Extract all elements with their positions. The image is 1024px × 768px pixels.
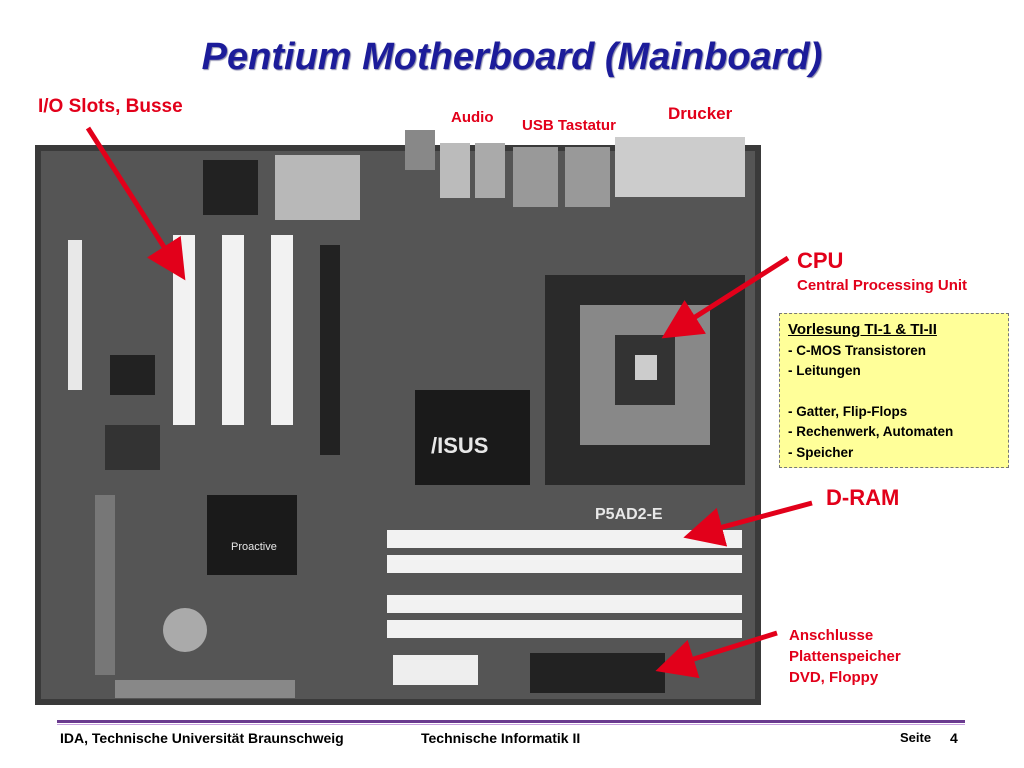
label-audio: Audio	[451, 109, 494, 126]
ram-slot-3	[387, 595, 742, 613]
arrow-io-slots	[85, 126, 186, 281]
footer-institution: IDA, Technische Universität Braunschweig	[60, 730, 344, 746]
footer-course: Technische Informatik II	[421, 730, 581, 746]
label-anschlusse: Anschlusse Plattenspeicher DVD, Floppy	[789, 625, 901, 688]
pci-slot-3	[271, 235, 293, 425]
label-drucker: Drucker	[668, 104, 733, 123]
printer-port	[615, 137, 745, 197]
pci-slot-1	[173, 235, 195, 425]
label-anschlusse-1: Anschlusse	[789, 627, 874, 644]
chip-logo: /ISUS	[431, 433, 488, 458]
ide-connector	[530, 653, 665, 693]
label-cpu-sub: Central Processing Unit	[797, 277, 968, 294]
footer-page-label: Seite	[900, 730, 932, 745]
cmos-battery	[163, 608, 207, 652]
ram-slot-1	[387, 530, 742, 548]
label-dram: D-RAM	[826, 485, 900, 510]
usb-port	[513, 147, 558, 207]
label-usb-tastatur: USB Tastatur	[522, 117, 616, 134]
pci-slot-4	[68, 240, 82, 390]
note-item: - Speicher	[788, 444, 854, 460]
pci-slot-2	[222, 235, 244, 425]
note-item: - Leitungen	[788, 363, 861, 378]
pcie-slot	[320, 245, 340, 455]
atx-power-connector	[393, 655, 478, 685]
northbridge-heatsink	[415, 390, 530, 485]
footer-line	[57, 720, 965, 723]
footer-page-number: 4	[950, 730, 958, 746]
note-item: - Rechenwerk, Automaten	[788, 424, 954, 439]
arrow-cpu	[661, 255, 790, 339]
ram-slot-4	[387, 620, 742, 638]
audio-jack-1	[440, 143, 470, 198]
note-item: - C-MOS Transistoren	[788, 342, 927, 358]
arrow-anschlusse	[655, 630, 778, 679]
lecture-note-box: Vorlesung TI-1 & TI-II - C-MOS Transisto…	[779, 313, 1009, 468]
note-heading: Vorlesung TI-1 & TI-II	[788, 321, 937, 338]
proactive-text: Proactive	[231, 541, 277, 553]
footer-line-thin	[57, 724, 965, 725]
ram-slot-2	[387, 555, 742, 573]
keyboard-port	[565, 147, 610, 207]
arrow-dram	[683, 500, 813, 547]
label-cpu: CPU	[797, 248, 844, 273]
label-io-slots: I/O Slots, Busse	[38, 96, 183, 117]
slide-title: Pentium Motherboard (Mainboard)	[201, 36, 823, 78]
southbridge-heatsink	[207, 495, 297, 575]
note-item: - Gatter, Flip-Flops	[788, 403, 908, 419]
model-text: P5AD2-E	[595, 506, 663, 523]
audio-port	[405, 130, 435, 170]
label-anschlusse-3: DVD, Floppy	[789, 669, 879, 686]
label-anschlusse-2: Plattenspeicher	[789, 648, 901, 665]
heatsink-top	[275, 155, 360, 220]
audio-jack-2	[475, 143, 505, 198]
